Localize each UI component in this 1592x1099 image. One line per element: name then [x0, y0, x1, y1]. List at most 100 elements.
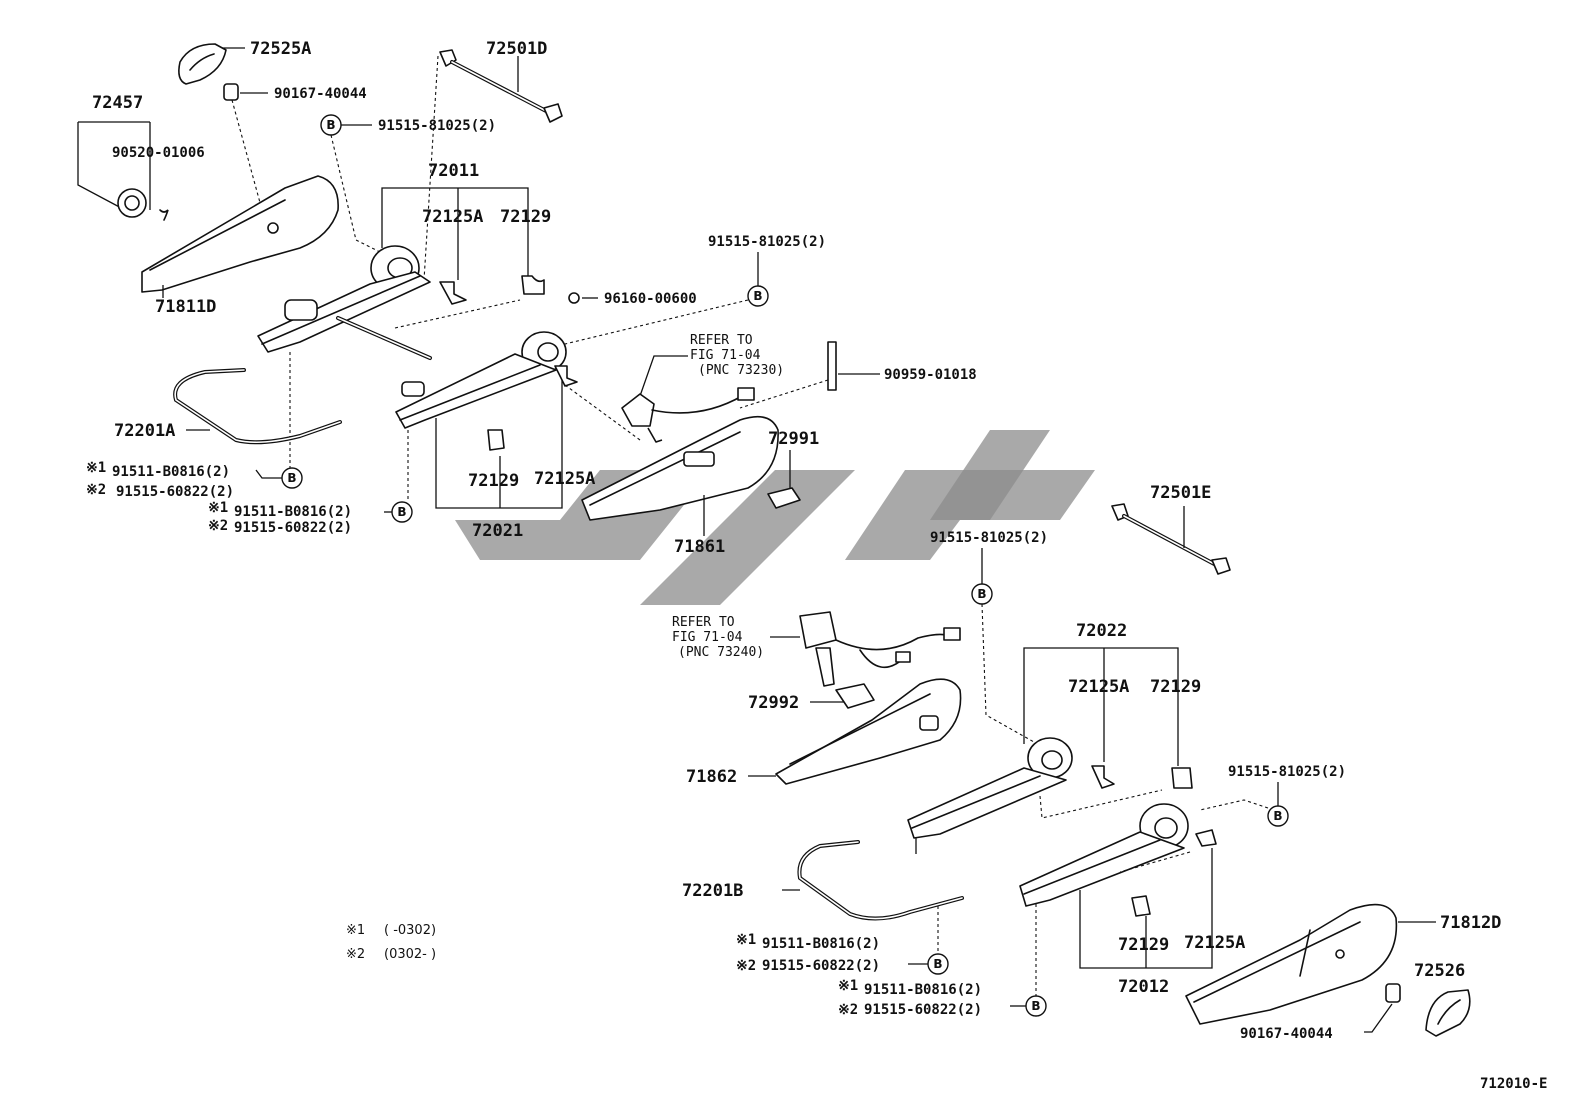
label-72991: 72991 — [768, 429, 819, 449]
screw-90167-top — [223, 83, 268, 211]
label-91515-60822-3: 91515-60822(2) — [762, 958, 880, 974]
svg-text:B: B — [1031, 999, 1040, 1013]
label-91511-b0816-3: 91511-B0816(2) — [762, 936, 880, 952]
clip-96160-00600 — [568, 292, 598, 304]
svg-text:B: B — [326, 118, 335, 132]
clip-72129-4 — [1131, 895, 1151, 917]
label-72021: 72021 — [472, 521, 523, 541]
label-96160-00600: 96160-00600 — [604, 291, 697, 307]
label-72125A-4: 72125A — [1184, 933, 1245, 953]
label-91515-81025-4: 91515-81025(2) — [1228, 764, 1346, 780]
leader-72012 — [1079, 848, 1213, 969]
label-72125A-1: 72125A — [422, 207, 483, 227]
label-91515-81025-3: 91515-81025(2) — [930, 530, 1048, 546]
label-71812D: 71812D — [1440, 913, 1501, 933]
bubble-b-8: B — [1010, 995, 1047, 1017]
refer1-line1: REFER TO — [690, 333, 753, 348]
diagram-code: 712010-E — [1480, 1076, 1547, 1092]
label-72125A-3: 72125A — [1068, 677, 1129, 697]
tie-90959-01018 — [739, 341, 880, 409]
bubble-b-6: B — [1199, 782, 1289, 827]
label-91515-60822-4: 91515-60822(2) — [864, 1002, 982, 1018]
label-90167-40044-top: 90167-40044 — [274, 86, 367, 102]
footnote-2-text: (0302- ) — [384, 947, 436, 962]
label-72525A: 72525A — [250, 39, 311, 59]
label-90959-01018: 90959-01018 — [884, 367, 977, 383]
svg-text:B: B — [397, 505, 406, 519]
svg-text:B: B — [977, 587, 986, 601]
rod-72501D — [423, 49, 563, 281]
refer1-line2: FIG 71-04 — [690, 348, 761, 363]
seat-track-lower-outer — [907, 737, 1193, 854]
mark-2d: ※2 — [838, 1002, 858, 1018]
mark-2b: ※2 — [208, 518, 228, 534]
bubble-b-7: B — [908, 953, 949, 975]
refer2-line1: REFER TO — [672, 615, 735, 630]
footnote-1-mark: ※1 — [346, 923, 365, 938]
svg-text:B: B — [287, 471, 296, 485]
label-91511-b0816-2: 91511-B0816(2) — [234, 504, 352, 520]
leader-72021 — [435, 380, 563, 509]
label-91511-b0816-4: 91511-B0816(2) — [864, 982, 982, 998]
label-72992: 72992 — [748, 693, 799, 713]
leader-72022 — [1023, 647, 1179, 766]
mark-1c: ※1 — [736, 932, 756, 948]
bubble-b-2: B — [539, 252, 769, 351]
bubble-b-4: B — [384, 501, 413, 523]
label-90520-01006: 90520-01006 — [112, 145, 205, 161]
rod-72201B — [782, 840, 964, 954]
bubble-b-1: B — [320, 114, 381, 253]
seat-belt-buckle-2 — [770, 611, 961, 687]
label-91515-60822-1: 91515-60822(2) — [116, 484, 234, 500]
rod-72201A — [173, 368, 342, 445]
label-72129-3: 72129 — [1150, 677, 1201, 697]
label-71862: 71862 — [686, 767, 737, 787]
label-91515-81025-2: 91515-81025(2) — [708, 234, 826, 250]
armrest-cap-72525A — [178, 43, 245, 85]
leader-72011 — [381, 187, 529, 282]
refer2-line2: FIG 71-04 — [672, 630, 743, 645]
mark-1b: ※1 — [208, 500, 228, 516]
track-cover-71862 — [748, 678, 962, 785]
mark-2a: ※2 — [86, 482, 106, 498]
rod-72501E — [1111, 503, 1231, 575]
svg-text:B: B — [933, 957, 942, 971]
clip-72992 — [810, 683, 875, 709]
label-72125A-2: 72125A — [534, 469, 595, 489]
bubble-b-5: B — [971, 548, 1035, 743]
label-91511-b0816-1: 91511-B0816(2) — [112, 464, 230, 480]
label-90167-40044-bottom: 90167-40044 — [1240, 1026, 1333, 1042]
armrest-cap-72526 — [1425, 989, 1471, 1037]
label-71811D: 71811D — [155, 297, 216, 317]
refer1-line3: (PNC 73230) — [698, 363, 784, 378]
label-72129-1: 72129 — [500, 207, 551, 227]
svg-text:B: B — [753, 289, 762, 303]
label-72012: 72012 — [1118, 977, 1169, 997]
seat-belt-buckle-1 — [621, 355, 755, 443]
label-72201A: 72201A — [114, 421, 175, 441]
label-72011: 72011 — [428, 161, 479, 181]
footnote-1-text: ( -0302) — [384, 923, 436, 938]
label-71861: 71861 — [674, 537, 725, 557]
label-91515-81025-1: 91515-81025(2) — [378, 118, 496, 134]
label-72201B: 72201B — [682, 881, 743, 901]
label-72501D: 72501D — [486, 39, 547, 59]
footnote-2-mark: ※2 — [346, 947, 365, 962]
track-cover-71861 — [581, 415, 779, 536]
svg-text:B: B — [1273, 809, 1282, 823]
clip-72129-2 — [487, 429, 505, 451]
bubble-b-3: B — [255, 467, 303, 489]
clip-72991 — [767, 450, 801, 509]
track-cover-71812D — [1185, 903, 1436, 1025]
label-72501E: 72501E — [1150, 483, 1211, 503]
knob-90520 — [117, 188, 169, 221]
label-72022: 72022 — [1076, 621, 1127, 641]
mark-2c: ※2 — [736, 958, 756, 974]
label-72457: 72457 — [92, 93, 143, 113]
refer2-line3: (PNC 73240) — [678, 645, 764, 660]
leader-72457 — [77, 121, 151, 211]
mark-1a: ※1 — [86, 460, 106, 476]
label-91515-60822-2: 91515-60822(2) — [234, 520, 352, 536]
seat-track-lower-inner — [1019, 803, 1217, 996]
